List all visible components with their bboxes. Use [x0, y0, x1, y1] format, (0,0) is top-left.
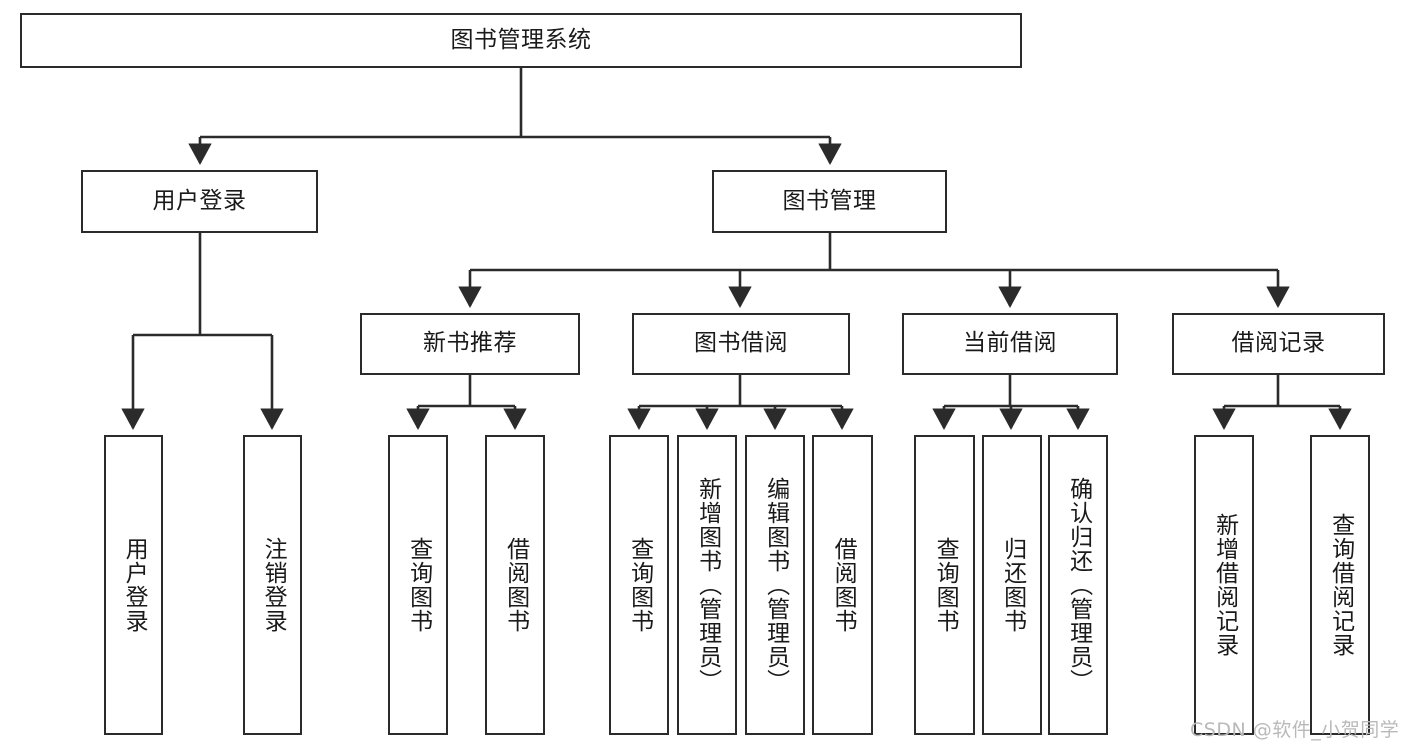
node-leaf-query-book-3-label: 查询图书 [932, 537, 959, 633]
node-leaf-query-book-2-label: 查询图书 [626, 537, 653, 633]
node-user-login[interactable]: 用户登录 [81, 170, 318, 233]
node-leaf-query-book-1-label: 查询图书 [405, 537, 432, 633]
node-current-borrow[interactable]: 当前借阅 [902, 313, 1118, 375]
node-borrow-record[interactable]: 借阅记录 [1172, 313, 1385, 375]
node-leaf-query-book-2[interactable]: 查询图书 [609, 435, 669, 735]
node-leaf-return-book-label: 归还图书 [999, 537, 1026, 633]
node-leaf-add-book-label: 新增图书（管理员） [694, 477, 721, 693]
node-root[interactable]: 图书管理系统 [20, 13, 1022, 68]
node-leaf-borrow-book-2[interactable]: 借阅图书 [812, 435, 873, 735]
node-leaf-query-book-3[interactable]: 查询图书 [914, 435, 975, 735]
node-root-label: 图书管理系统 [450, 26, 592, 53]
node-leaf-edit-book[interactable]: 编辑图书（管理员） [745, 435, 805, 735]
node-leaf-borrow-book-1[interactable]: 借阅图书 [485, 435, 545, 735]
node-leaf-query-record-label: 查询借阅记录 [1327, 513, 1354, 657]
node-leaf-confirm-return[interactable]: 确认归还（管理员） [1048, 435, 1108, 735]
node-leaf-edit-book-label: 编辑图书（管理员） [762, 477, 789, 693]
node-leaf-borrow-book-2-label: 借阅图书 [830, 537, 857, 633]
node-user-login-label: 用户登录 [152, 187, 247, 214]
node-leaf-confirm-return-label: 确认归还（管理员） [1065, 477, 1092, 693]
node-leaf-return-book[interactable]: 归还图书 [982, 435, 1042, 735]
node-new-book-recommend-label: 新书推荐 [423, 330, 517, 357]
node-leaf-query-record[interactable]: 查询借阅记录 [1310, 435, 1370, 735]
node-book-borrow-label: 图书借阅 [694, 330, 788, 357]
node-leaf-add-record[interactable]: 新增借阅记录 [1194, 435, 1254, 735]
node-leaf-borrow-book-1-label: 借阅图书 [502, 537, 529, 633]
node-book-manage[interactable]: 图书管理 [712, 170, 947, 233]
node-new-book-recommend[interactable]: 新书推荐 [360, 313, 580, 375]
node-leaf-logout-login[interactable]: 注销登录 [243, 435, 302, 735]
csdn-watermark: CSDN @软件_小贺同学 [1190, 719, 1400, 741]
node-book-borrow[interactable]: 图书借阅 [632, 313, 850, 375]
node-leaf-add-record-label: 新增借阅记录 [1211, 513, 1238, 657]
node-borrow-record-label: 借阅记录 [1231, 330, 1326, 357]
node-leaf-user-login-label: 用户登录 [121, 537, 148, 633]
node-current-borrow-label: 当前借阅 [963, 330, 1057, 357]
node-book-manage-label: 图书管理 [782, 187, 877, 214]
node-leaf-user-login[interactable]: 用户登录 [104, 435, 163, 735]
node-leaf-logout-login-label: 注销登录 [260, 537, 287, 633]
node-leaf-query-book-1[interactable]: 查询图书 [388, 435, 448, 735]
node-leaf-add-book[interactable]: 新增图书（管理员） [677, 435, 737, 735]
